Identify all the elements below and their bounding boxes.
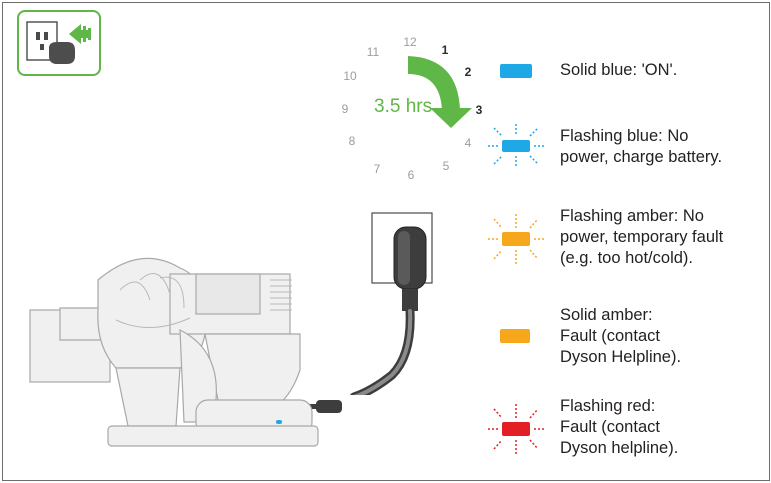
legend-line: Flashing amber: No [560,207,704,225]
clock-number-3: 3 [475,103,483,117]
clock-number-7: 7 [373,162,381,176]
legend-line: power, charge battery. [560,148,723,166]
legend-line: Fault (contact [560,418,660,436]
legend-line: Dyson helpline). [560,439,679,457]
clock-number-10: 10 [343,69,357,83]
clock-number-8: 8 [348,134,356,148]
charge-duration-label: 3.5 hrs [374,96,433,117]
clock-number-11: 11 [366,45,380,59]
solid-amber-led-icon [500,329,530,343]
wall-socket-plug-in-icon [26,21,91,64]
flashing-blue-led-icon [488,124,544,168]
legend-line: Flashing blue: No [560,127,689,145]
clock-number-4: 4 [464,136,472,150]
clock-number-6: 6 [407,168,415,182]
flashing-amber-led-icon [488,214,544,264]
clock-number-2: 2 [464,65,472,79]
clock-number-5: 5 [442,159,450,173]
charger-plug-icon [349,212,433,395]
legend-line: power, temporary fault [560,228,724,246]
legend-line: Solid amber: [560,306,653,324]
flashing-red-led-icon [488,404,544,454]
legend-line: (e.g. too hot/cold). [560,249,693,267]
plug-in-badge [17,10,101,76]
legend-line: Fault (contact [560,327,660,345]
solid-blue-led-icon [500,64,532,78]
clock-number-9: 9 [341,102,349,116]
legend-line: Solid blue: 'ON'. [560,61,678,79]
legend-item-solid-blue: Solid blue: 'ON'. [486,58,766,88]
legend-item-flashing-red: Flashing red: Fault (contact Dyson helpl… [486,396,766,466]
legend-item-solid-amber: Solid amber: Fault (contact Dyson Helpli… [486,305,766,373]
charging-clock: 12 1 2 3 4 5 6 7 8 9 10 11 [330,30,500,190]
legend-line: Dyson Helpline). [560,348,682,366]
legend-item-flashing-blue: Flashing blue: No power, charge battery. [486,122,766,172]
legend-item-flashing-amber: Flashing amber: No power, temporary faul… [486,206,766,276]
charging-arc-arrow-icon [408,56,472,128]
clock-number-1: 1 [441,43,449,57]
legend-line: Flashing red: [560,397,656,415]
clock-number-12: 12 [403,35,417,49]
vacuum-cleaner-illustration [29,257,319,447]
